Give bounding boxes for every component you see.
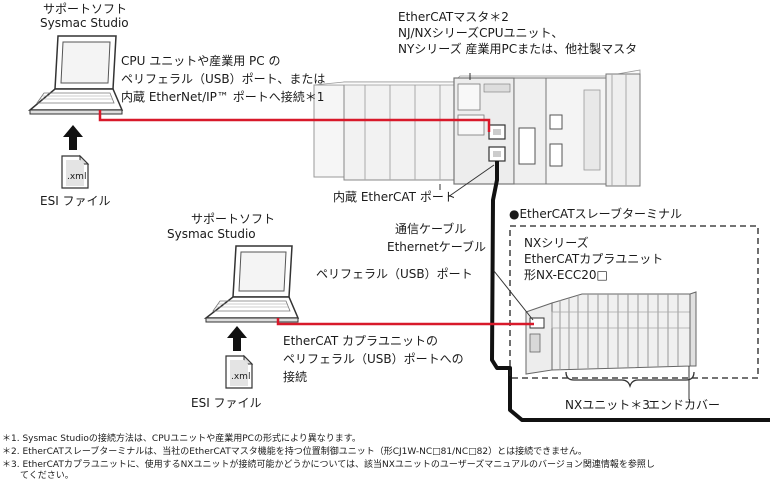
footnote-3-cont: てください。 [20,471,74,481]
pc-bottom-label-2: Sysmac Studio [167,227,256,241]
master-label-2: NJ/NXシリーズCPUユニット、 [398,26,564,40]
arrow-up-icon-bottom [227,326,247,351]
slave-terminal-box [509,225,759,379]
nx-unit-label: NXユニット＊3 [565,398,650,412]
ethercat-master-rack [313,69,641,190]
laptop-bottom-icon [203,245,300,323]
arrow-up-icon [63,125,83,150]
slave-label-3: 形NX-ECC20□ [524,268,608,282]
master-label-1: EtherCATマスタ＊2 [398,10,509,24]
periph-port-label: ペリフェラル（USB）ポート [316,267,473,281]
footnote-1: ＊1. Sysmac Studioの接続方法は、CPUユニットや産業用PCの形式… [2,434,361,444]
xml-file-bottom-icon [225,354,254,389]
ethercat-cable [490,161,770,422]
nx-slave-terminal [525,291,697,390]
xml-ext-top: .xml [67,172,87,182]
slave-label-1: NXシリーズ [524,236,589,250]
esi-bottom-label: ESI ファイル [191,396,262,410]
pc-top-note-2: ペリフェラル（USB）ポート、または [121,72,326,86]
xml-ext-bottom: .xml [231,372,251,382]
laptop-top-icon [27,35,124,115]
usb-connection-bottom [276,318,534,326]
coupler-note-3: 接続 [283,370,308,384]
pc-top-note-1: CPU ユニットや産業用 PC の [121,54,281,68]
master-label-3: NYシリーズ 産業用PCまたは、他社製マスタ [398,42,638,56]
footnote-3: ＊3. EtherCATカプラユニットに、使用するNXユニットが接続可能かどうか… [2,460,655,470]
end-cover-label: エンドカバー [648,398,721,412]
coupler-note-1: EtherCAT カプラユニットの [283,334,439,348]
footnote-2: ＊2. EtherCATスレーブターミナルは、当社のEtherCATマスタ機能を… [2,447,587,457]
pc-bottom-label-1: サポートソフト [191,212,276,226]
xml-file-top-icon [61,154,90,189]
pc-top-note-3: 内蔵 EtherNet/IP™ ポートへ接続＊1 [121,90,325,104]
slave-title: ●EtherCATスレーブターミナル [509,207,682,221]
cable-label-2: Ethernetケーブル [387,240,486,254]
esi-top-label: ESI ファイル [40,194,111,208]
pc-top-label-2: Sysmac Studio [40,16,129,30]
usb-connection-top [98,110,491,132]
slave-label-2: EtherCATカプラユニット [524,252,664,266]
cable-label-1: 通信ケーブル [395,222,467,236]
coupler-note-2: ペリフェラル（USB）ポートへの [283,352,464,366]
builtin-port-label: 内蔵 EtherCAT ポート [333,190,456,204]
pc-top-label-1: サポートソフト [43,2,128,16]
